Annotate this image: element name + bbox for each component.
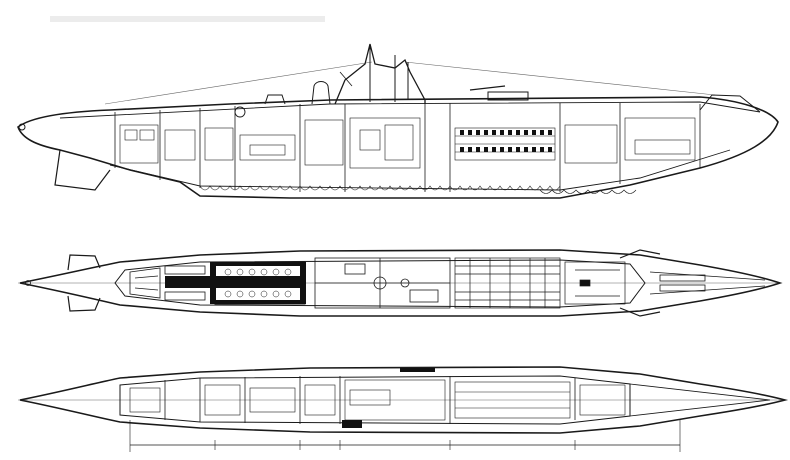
engine-room-block — [165, 261, 306, 305]
forward-compartments — [454, 257, 626, 309]
control-room — [314, 257, 451, 309]
stern-rudder — [54, 149, 111, 191]
lower-hull-outline — [19, 366, 789, 434]
side-bulkheads — [114, 103, 701, 192]
side-hull-outline — [17, 96, 779, 199]
faded-title-area — [50, 16, 325, 22]
aft-torpedo-room — [129, 265, 206, 301]
deck-hull-outline — [19, 249, 783, 317]
bow-planes — [619, 249, 661, 317]
deck-plan-view — [18, 249, 783, 317]
dimension-line — [129, 420, 681, 452]
lower-hull-bulkheads — [164, 376, 576, 424]
lower-hull-tanks — [129, 379, 626, 421]
lower-hull-plan-view — [18, 366, 789, 434]
keel-tanks — [199, 185, 637, 194]
side-interior-machinery — [119, 117, 696, 169]
side-elevation-view — [17, 43, 779, 199]
battery-cells — [460, 130, 552, 152]
stern-planes — [67, 254, 101, 312]
conning-tower — [334, 43, 426, 105]
deck-gun-icon — [469, 85, 529, 101]
bow-torpedo-tubes — [25, 271, 766, 295]
